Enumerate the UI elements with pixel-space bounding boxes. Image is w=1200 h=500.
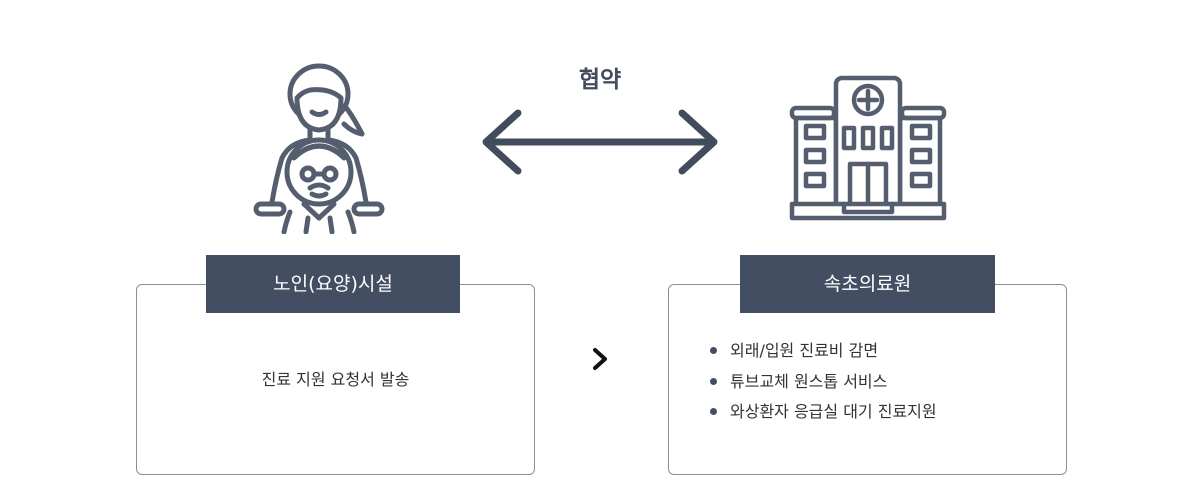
hospital-building-icon (789, 75, 947, 221)
hospital-title: 속초의료원 (740, 255, 995, 313)
bullet-icon (710, 408, 717, 415)
service-list: 외래/입원 진료비 감면 튜브교체 원스톱 서비스 와상환자 응급실 대기 진료… (706, 336, 937, 428)
service-label: 와상환자 응급실 대기 진료지원 (730, 402, 937, 421)
caregiver-elderly-icon (253, 63, 385, 234)
agreement-label: 협약 (578, 67, 622, 93)
facility-title: 노인(요양)시설 (206, 255, 460, 313)
facility-panel (136, 284, 535, 475)
service-label: 외래/입원 진료비 감면 (730, 341, 879, 360)
service-item: 와상환자 응급실 대기 진료지원 (706, 397, 937, 428)
service-item: 외래/입원 진료비 감면 (706, 336, 937, 367)
double-arrow-icon (482, 109, 718, 175)
bullet-icon (710, 347, 717, 354)
bullet-icon (710, 377, 717, 385)
hospital-panel (668, 284, 1067, 475)
service-item: 튜브교체 원스톱 서비스 (706, 367, 937, 398)
service-label: 튜브교체 원스톱 서비스 (730, 371, 888, 391)
chevron-right-icon (593, 348, 607, 370)
facility-description: 진료 지원 요청서 발송 (261, 370, 410, 389)
